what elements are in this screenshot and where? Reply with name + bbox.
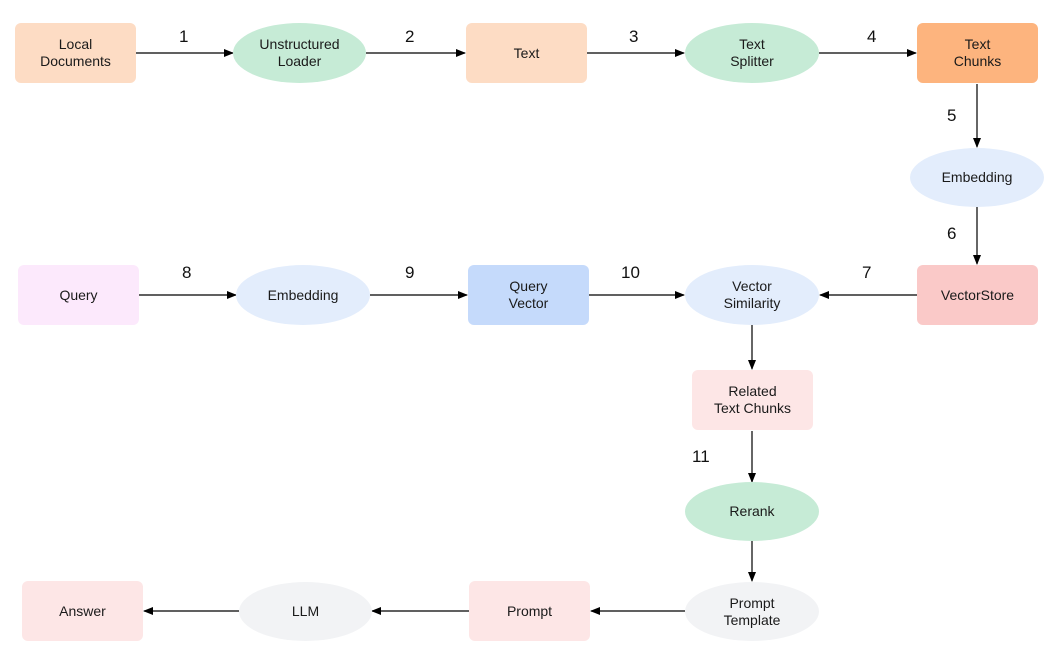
step-5-label: 5 — [947, 106, 957, 125]
vectorstore-node: VectorStore — [917, 265, 1038, 325]
step-8-label: 8 — [182, 263, 192, 282]
step-1-label: 1 — [179, 27, 189, 46]
answer-node: Answer — [22, 581, 143, 641]
embedding-query-node: Embedding — [236, 265, 370, 325]
step-3-label: 3 — [629, 27, 639, 46]
step-6-label: 6 — [947, 224, 957, 243]
query-node: Query — [18, 265, 139, 325]
step-9-label: 9 — [405, 263, 415, 282]
text-node: Text — [466, 23, 587, 83]
llm-node: LLM — [239, 582, 372, 641]
prompt-template-node: Prompt Template — [685, 582, 819, 641]
text-chunks-node: Text Chunks — [917, 23, 1038, 83]
step-10-label: 10 — [621, 263, 640, 282]
step-7-label: 7 — [862, 263, 872, 282]
related-text-chunks-node: Related Text Chunks — [692, 370, 813, 430]
text-splitter-node: Text Splitter — [685, 23, 819, 83]
rerank-node: Rerank — [685, 482, 819, 541]
query-vector-node: Query Vector — [468, 265, 589, 325]
local-documents-node: Local Documents — [15, 23, 136, 83]
step-4-label: 4 — [867, 27, 877, 46]
step-2-label: 2 — [405, 27, 415, 46]
step-11-label: 11 — [692, 447, 710, 466]
prompt-node: Prompt — [469, 581, 590, 641]
embedding-store-node: Embedding — [910, 148, 1044, 207]
unstructured-loader-node: Unstructured Loader — [233, 23, 366, 83]
vector-similarity-node: Vector Similarity — [685, 265, 819, 325]
